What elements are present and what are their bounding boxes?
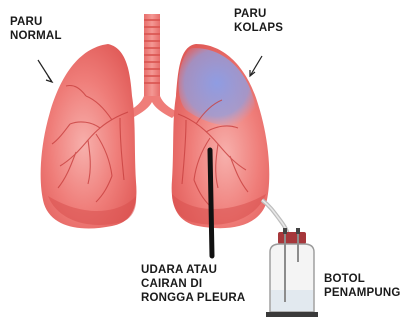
collapsed-lung-arrow: [250, 56, 262, 76]
pleural-space-label: UDARA ATAU CAIRAN DI RONGGA PLEURA: [141, 263, 245, 305]
normal-lung: [41, 44, 137, 228]
trachea: [126, 14, 178, 118]
collection-bottle: [266, 228, 318, 317]
normal-lung-label: PARU NORMAL: [10, 15, 62, 43]
collection-bottle-label: BOTOL PENAMPUNG: [324, 272, 401, 300]
collapsed-lung-label: PARU KOLAPS: [234, 7, 283, 35]
